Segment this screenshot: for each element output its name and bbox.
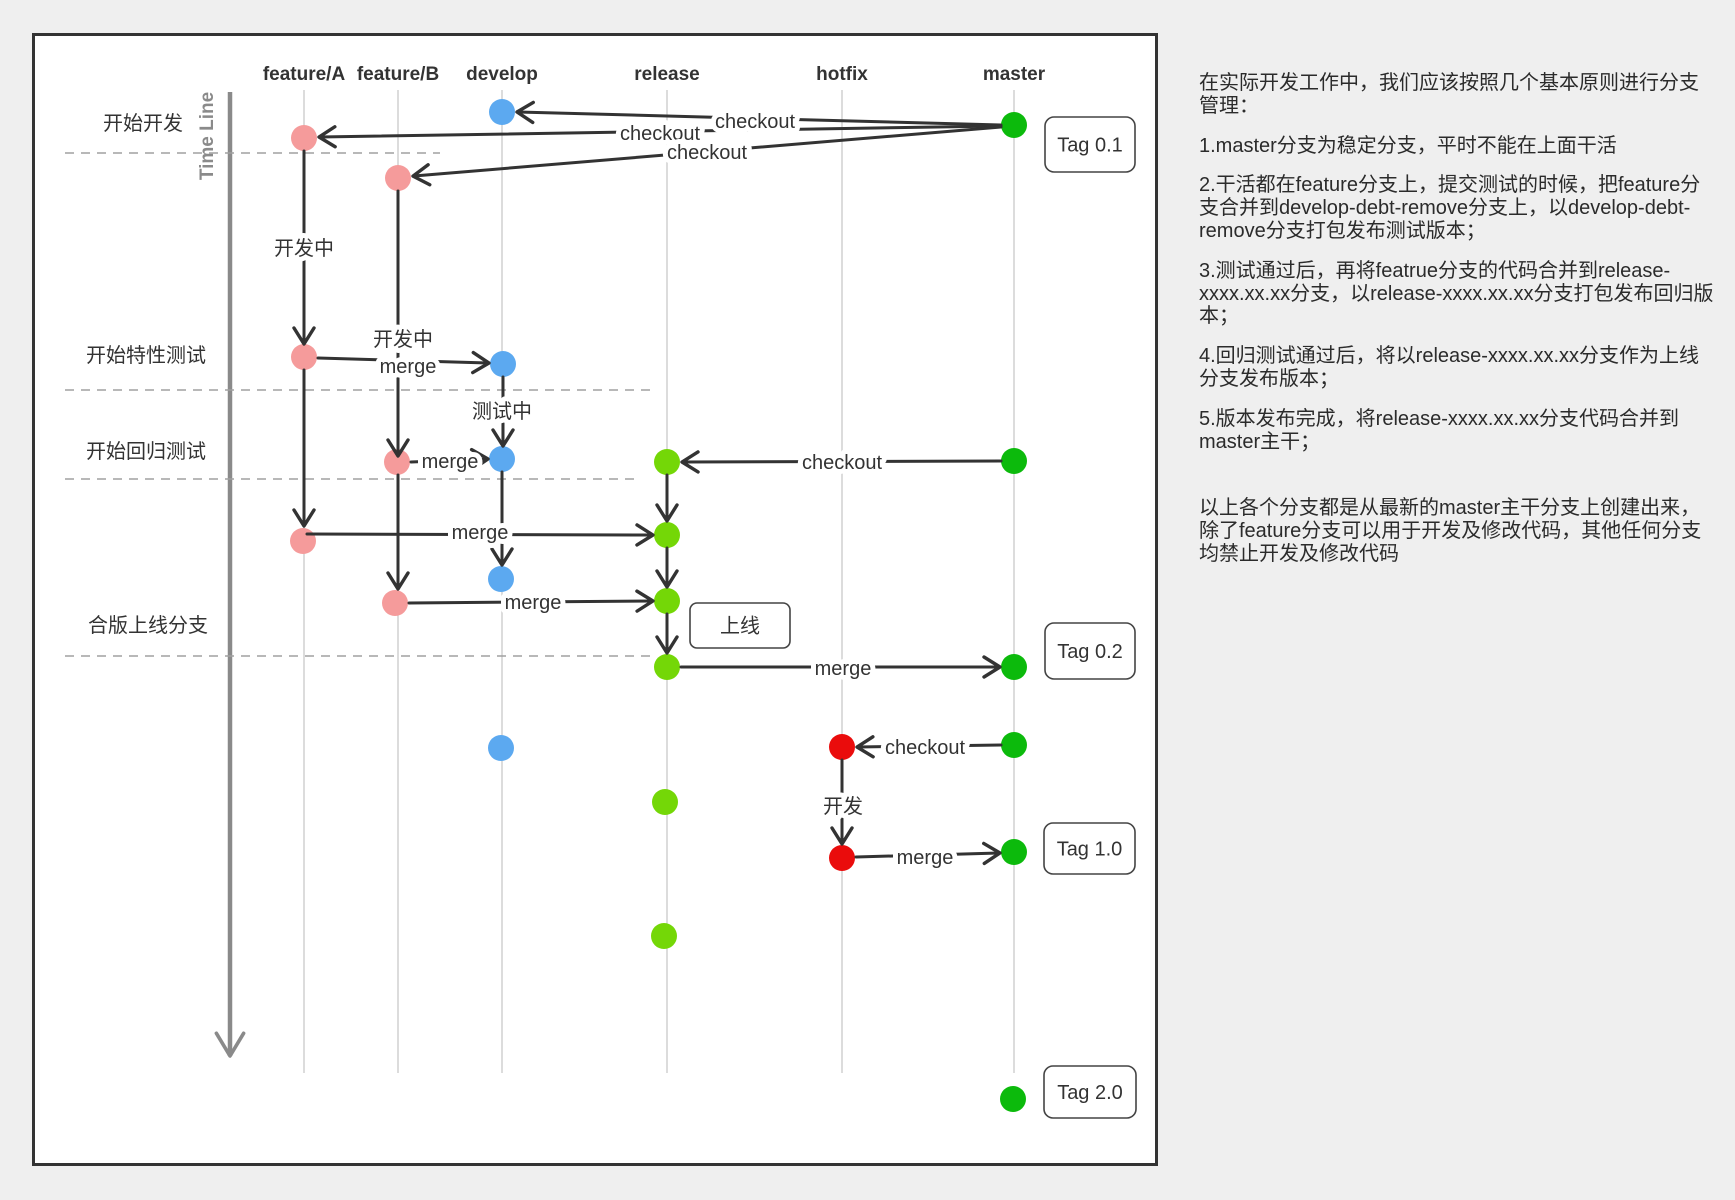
- edge-checkout-master-release: [680, 450, 1003, 474]
- edge-checkout-master-feature-b: [411, 125, 1003, 187]
- commit-develop-8: [490, 351, 516, 377]
- notes-rule-1: 1.master分支为稳定分支，平时不能在上面干活: [1199, 134, 1617, 157]
- commit-master-21: [1001, 448, 1027, 474]
- tag-box: [1044, 116, 1136, 173]
- commit-release-16: [652, 789, 678, 815]
- phase-label-4: 合版上线分支: [88, 614, 208, 637]
- edge-label-7: 测试中: [472, 400, 532, 423]
- branch-header-hotfix: hotfix: [816, 64, 868, 85]
- tag-badge-tag-0.1: Tag 0.1: [1044, 116, 1136, 173]
- commit-feature-b-4: [385, 165, 411, 191]
- notes-rule-2: 2.干活都在feature分支上，提交测试的时候，把feature分支合并到de…: [1199, 174, 1701, 242]
- edge-label-4: 开发中: [274, 237, 334, 260]
- commit-feature-a-1: [291, 125, 317, 151]
- tag-box: [1043, 822, 1136, 875]
- edge-checkout-master-hotfix: [855, 735, 1003, 759]
- edge-label-1: checkout: [715, 111, 795, 133]
- tag-label: Tag 0.2: [1057, 641, 1123, 663]
- edge-checkout-master-feature-a: [317, 124, 1003, 149]
- notes-rule-3: 3.测试通过后，再将featrue分支的代码合并到release-xxxx.xx…: [1199, 259, 1714, 328]
- edge-label-3: checkout: [667, 142, 747, 164]
- tag-badge-tag-0.2: Tag 0.2: [1044, 622, 1136, 680]
- notes-title: 在实际开发工作中，我们应该按照几个基本原则进行分支管理：: [1199, 72, 1699, 117]
- notes-rule-5: 5.版本发布完成，将release-xxxx.xx.xx分支代码合并到maste…: [1199, 407, 1680, 453]
- tag-box: [1044, 622, 1136, 680]
- branch-header-feature-a: feature/A: [263, 64, 346, 85]
- notes-rule-4: 4.回归测试通过后，将以release-xxxx.xx.xx分支作为上线分支发布…: [1199, 345, 1700, 390]
- edge-merge-feature-a-release: [305, 523, 655, 547]
- phase-label-2: 开始特性测试: [86, 344, 206, 367]
- branch-header-develop: develop: [466, 64, 538, 85]
- commit-release-12: [654, 449, 680, 475]
- edge-label-11: merge: [505, 592, 562, 614]
- diagram-panel: [32, 33, 1158, 1166]
- commit-master-24: [1001, 839, 1027, 865]
- commit-develop-7: [489, 99, 515, 125]
- commit-develop-11: [488, 735, 514, 761]
- commit-develop-9: [489, 446, 515, 472]
- edge-label-5: 开发中: [373, 328, 433, 351]
- edge-merge-feature-b-develop: [409, 447, 490, 472]
- edge-label-12: merge: [815, 658, 872, 680]
- edge-label-6: merge: [380, 356, 437, 378]
- commit-feature-a-2: [291, 344, 317, 370]
- release-live-callout: 上线: [689, 602, 791, 649]
- commit-release-15: [654, 654, 680, 680]
- edge-merge-feature-b-release: [407, 589, 655, 613]
- tag-label: Tag 2.0: [1057, 1082, 1123, 1104]
- commit-master-22: [1001, 654, 1027, 680]
- commit-master-20: [1001, 112, 1027, 138]
- branch-header-master: master: [983, 64, 1046, 85]
- branch-management-notes: 在实际开发工作中，我们应该按照几个基本原则进行分支管理： 1.master分支为…: [1199, 72, 1717, 583]
- edge-merge-hotfix-master: [854, 841, 1002, 866]
- edge-label-13: checkout: [885, 737, 965, 759]
- phase-label-3: 开始回归测试: [86, 440, 206, 463]
- tag-label: Tag 0.1: [1057, 135, 1123, 157]
- tag-badge-tag-1.0: Tag 1.0: [1043, 822, 1136, 875]
- commit-develop-10: [488, 566, 514, 592]
- commit-hotfix-18: [829, 734, 855, 760]
- notes-closing: 以上各个分支都是从最新的master主干分支上创建出来，除了feature分支可…: [1199, 497, 1702, 565]
- edge-label-10: merge: [452, 522, 509, 544]
- phase-label-1: 开始开发: [103, 112, 183, 135]
- branch-header-feature-b: feature/B: [357, 64, 439, 85]
- edge-label-8: merge: [422, 451, 479, 473]
- commit-hotfix-19: [829, 845, 855, 871]
- commit-feature-b-6: [382, 590, 408, 616]
- tag-badge-tag-2.0: Tag 2.0: [1043, 1065, 1137, 1119]
- commit-master-25: [1000, 1086, 1026, 1112]
- callout-label: 上线: [720, 615, 760, 638]
- commit-master-23: [1001, 732, 1027, 758]
- branch-header-release: release: [634, 64, 700, 85]
- edge-merge-feature-a-develop: [316, 350, 491, 375]
- edge-label-2: checkout: [620, 123, 700, 145]
- commit-feature-a-3: [290, 528, 316, 554]
- commit-release-17: [651, 923, 677, 949]
- tag-label: Tag 1.0: [1057, 839, 1123, 861]
- callout-box: [689, 602, 791, 649]
- tag-box: [1043, 1065, 1137, 1119]
- timeline-label: Time Line: [197, 92, 218, 180]
- commit-release-13: [654, 522, 680, 548]
- edge-label-14: 开发: [823, 795, 863, 818]
- edge-label-15: merge: [897, 847, 954, 869]
- commit-release-14: [654, 588, 680, 614]
- edge-label-9: checkout: [802, 452, 882, 474]
- edge-checkout-master-develop: [515, 100, 1003, 127]
